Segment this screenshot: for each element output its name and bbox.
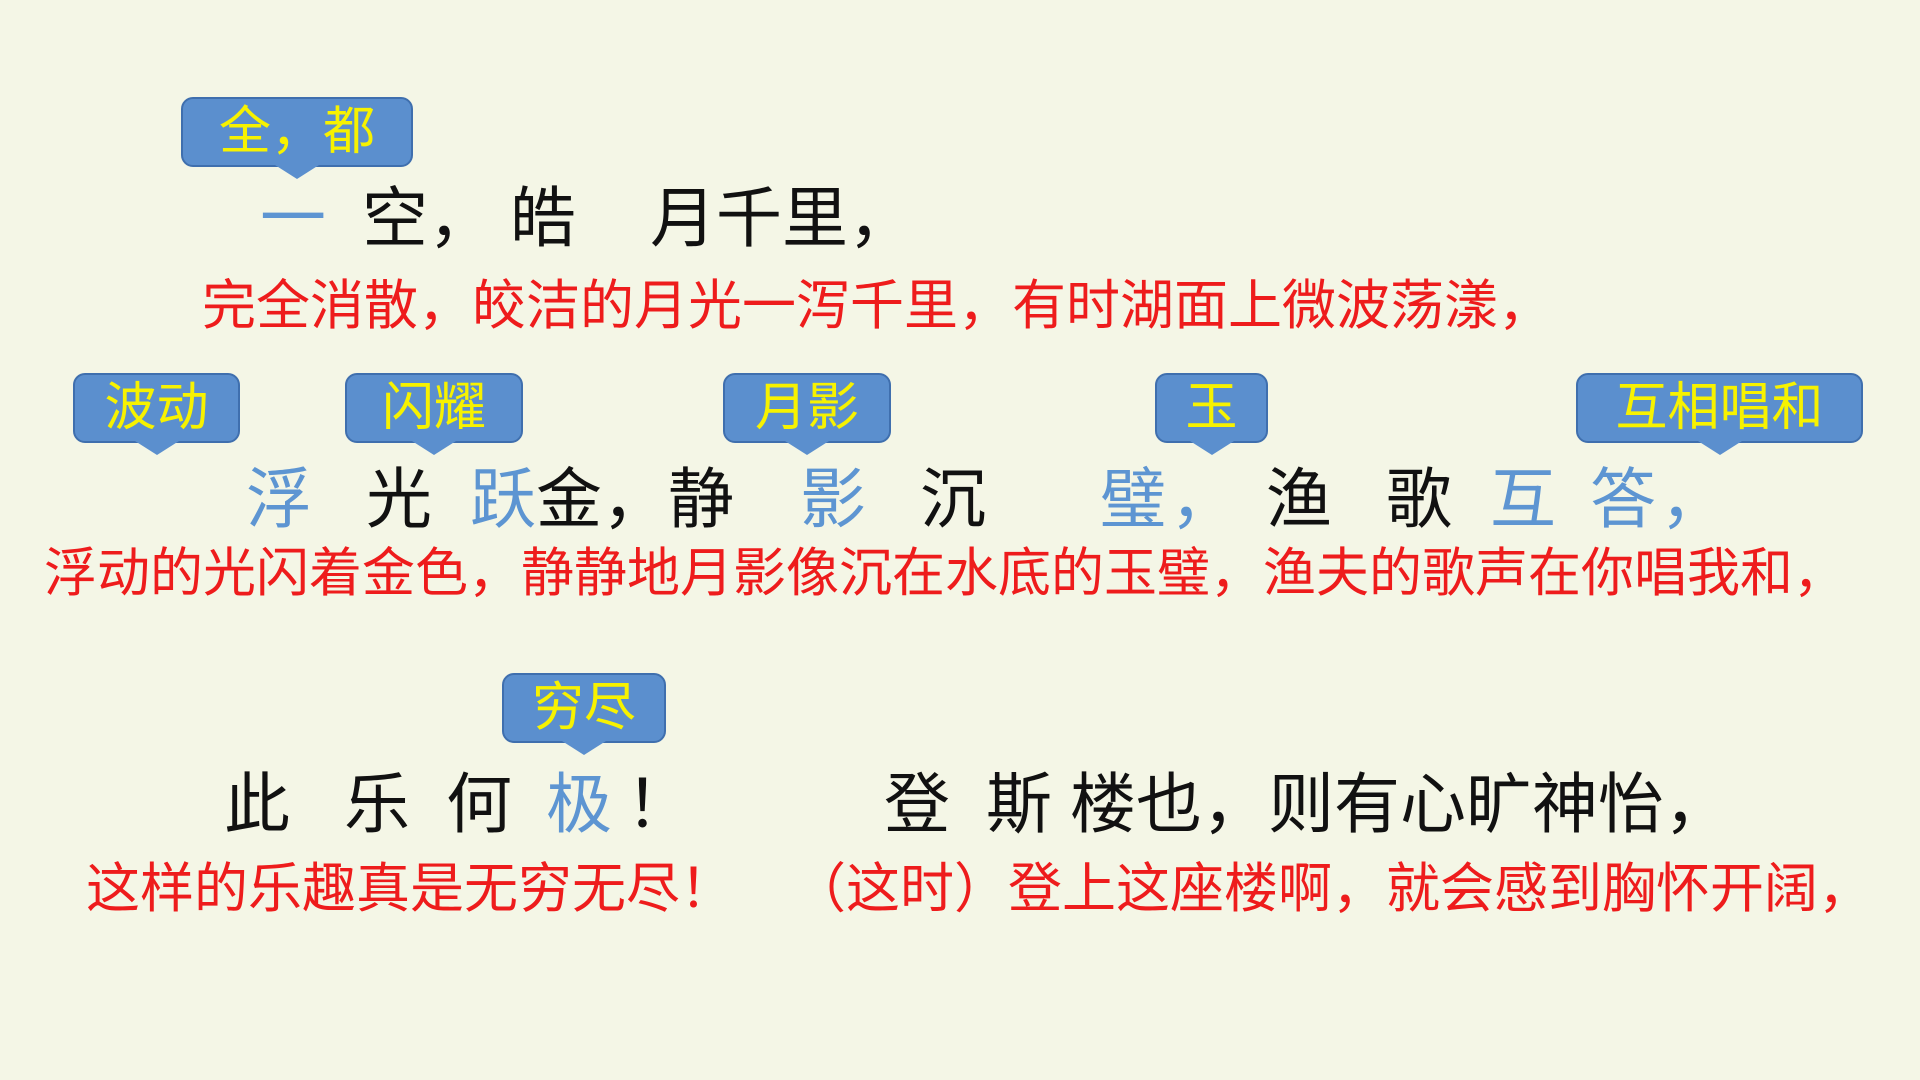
char-le: 乐 bbox=[344, 766, 410, 843]
char-ying: 影 bbox=[800, 461, 866, 538]
text-kong: 空， bbox=[362, 180, 494, 257]
callout-quan-dou: 全，都 bbox=[181, 97, 413, 179]
char-guang: 光 bbox=[366, 461, 432, 538]
translation-line3-b: （这时）登上这座楼啊，就会感到胸怀开阔， bbox=[792, 857, 1872, 920]
exclamation-mark: ！ bbox=[626, 766, 692, 843]
char-da: 答 bbox=[1590, 461, 1656, 538]
comma-after-da: ， bbox=[1660, 461, 1726, 538]
char-ge: 歌 bbox=[1386, 461, 1452, 538]
callout-bodong: 波动 bbox=[73, 373, 240, 455]
callout-qiongjin: 穷尽 bbox=[502, 673, 666, 755]
translation-line2: 浮动的光闪着金色，静静地月影像沉在水底的玉璧，渔夫的歌声在你唱我和， bbox=[44, 543, 1846, 604]
text-lou-ye-rest: 楼也，则有心旷神怡， bbox=[1070, 766, 1730, 843]
callout-yueying: 月影 bbox=[723, 373, 891, 455]
char-hao: 皓 bbox=[510, 180, 576, 257]
char-yue: 跃 bbox=[470, 461, 536, 538]
text-yue-qianli: 月千里， bbox=[650, 180, 914, 257]
char-chen: 沉 bbox=[920, 461, 986, 538]
char-fu: 浮 bbox=[246, 461, 312, 538]
translation-line1: 完全消散，皎洁的月光一泻千里，有时湖面上微波荡漾， bbox=[202, 274, 1552, 337]
comma-after-bi: ， bbox=[1170, 461, 1236, 538]
text-jin-jing: 金，静 bbox=[536, 461, 734, 538]
char-ji: 极 bbox=[546, 766, 612, 843]
callout-yu: 玉 bbox=[1155, 373, 1268, 455]
char-yu: 渔 bbox=[1266, 461, 1332, 538]
callout-huxiang-changhe: 互相唱和 bbox=[1576, 373, 1863, 455]
char-si: 斯 bbox=[986, 766, 1052, 843]
translation-line3-a: 这样的乐趣真是无穷无尽！ bbox=[86, 857, 734, 920]
char-ci: 此 bbox=[224, 766, 290, 843]
char-deng: 登 bbox=[884, 766, 950, 843]
char-he: 何 bbox=[446, 766, 512, 843]
char-yi: 一 bbox=[260, 180, 326, 257]
char-hu: 互 bbox=[1490, 461, 1556, 538]
callout-shanyao: 闪耀 bbox=[345, 373, 523, 455]
char-bi: 璧 bbox=[1100, 461, 1166, 538]
